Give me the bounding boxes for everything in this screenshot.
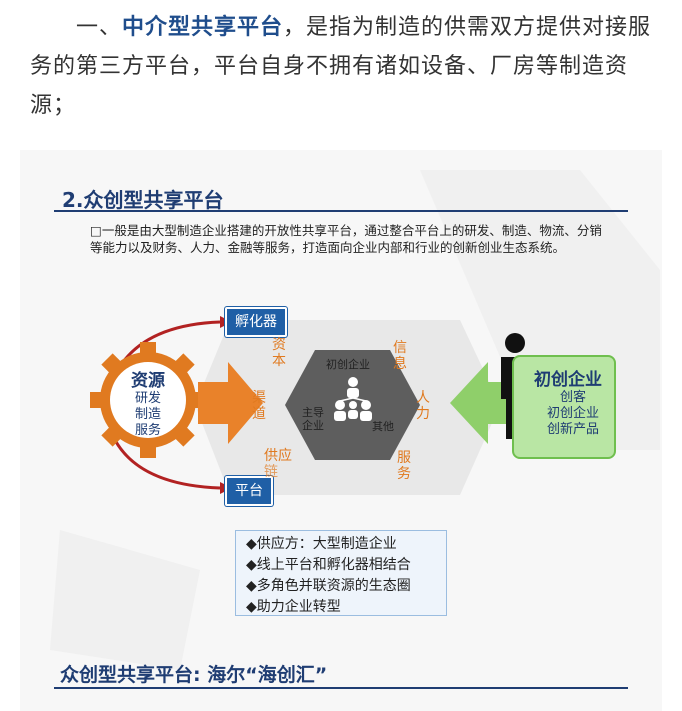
label-manpower: 人力 [416,390,430,422]
gear-icon [90,342,206,458]
slide-title: 2.众创型共享平台 [62,188,224,212]
startup-title: 初创企业 [534,370,602,390]
startup-box [512,355,616,459]
slide-intro: □一般是由大型制造企业搭建的开放性共享平台，通过整合平台上的研发、制造、物流、分… [90,222,610,256]
gear-line-2: 制造 [134,407,161,422]
people-icon [334,377,372,421]
startup-lines: 创客 初创企业 创新产品 [546,390,599,437]
gear-title: 资源 [131,371,165,391]
intro-paragraph: 一、中介型共享平台，是指为制造的供需双方提供对接服务的第三方平台，平台自身不拥有… [30,8,660,125]
label-supply-chain: 供应链 [264,448,292,480]
bullet-box: ◆供应方：大型制造企业 ◆线上平台和孵化器相结合 ◆多角色并联资源的生态圈 ◆助… [235,530,447,616]
bullet-2: ◆线上平台和孵化器相结合 [246,557,411,573]
bullet-3: ◆多角色并联资源的生态圈 [246,578,411,594]
diagram-shapes [90,316,529,495]
label-service: 服务 [397,450,411,482]
title-rule [54,210,628,212]
center-top-label: 初创企业 [326,358,370,371]
intro-text: 一般是由大型制造企业搭建的开放性共享平台，通过整合平台上的研发、制造、物流、分销… [90,223,602,255]
platform-tag: 平台 [225,476,273,506]
square-bullet: □ [90,223,102,238]
paragraph-rest: ，是指为制造的供需双方提供对接服务的第三方平台，平台自身不拥有诸如设备、厂房等制… [30,15,652,118]
bullet-1: ◆供应方：大型制造企业 [246,536,397,552]
label-capital: 资本 [272,337,286,369]
bullet-4: ◆助力企业转型 [246,599,341,615]
bottom-curve-arrow [113,439,221,490]
bottom-rule [54,687,628,689]
label-info: 信息 [393,340,407,372]
center-right-label: 其他 [372,420,394,433]
orange-arrow [198,362,263,444]
incubator-tag: 孵化器 [225,307,287,337]
label-channel: 渠道 [252,390,266,422]
paragraph-highlight: 中介型共享平台 [122,15,284,40]
gear-label: 资源 研发 制造 服务 [113,366,183,439]
center-left-label: 主导企业 [302,406,324,432]
gear-line-1: 研发 [134,391,161,406]
slide-image: 2.众创型共享平台 □一般是由大型制造企业搭建的开放性共享平台，通过整合平台上的… [20,150,662,711]
gear-line-3: 服务 [134,423,161,438]
bottom-title: 众创型共享平台: 海尔“海创汇” [60,664,328,686]
paragraph-prefix: 一、 [76,15,123,40]
green-arrow [450,362,514,444]
